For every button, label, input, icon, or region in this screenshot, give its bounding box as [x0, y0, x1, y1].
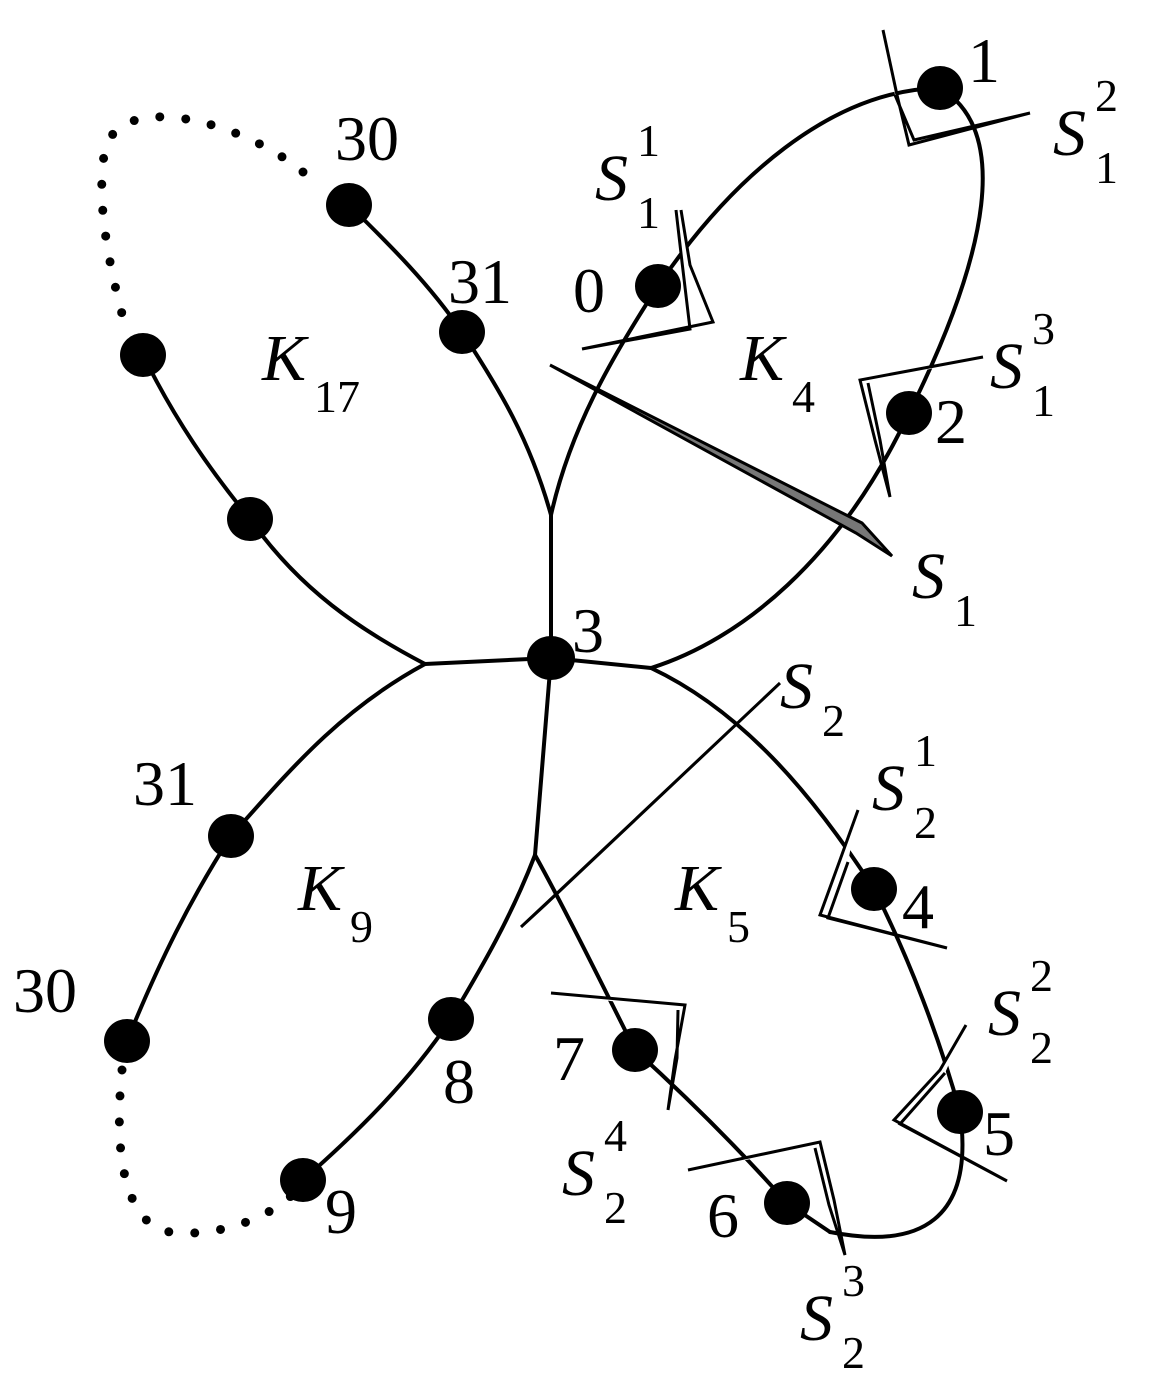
- edge-hub-top-0: [549, 284, 660, 517]
- node-7: [612, 1028, 658, 1072]
- cut-subscript-s2: 2: [822, 695, 845, 746]
- edge-31-30: [347, 203, 464, 334]
- cut-superscript-s2-2: 2: [1030, 950, 1053, 1001]
- cut-subscript-s2-3: 2: [842, 1327, 865, 1378]
- cut-label-s1-3: S: [990, 330, 1023, 403]
- region-subscript-k5: 5: [727, 901, 750, 952]
- cut-label-s2-1: S: [872, 752, 905, 825]
- node-14: [104, 1019, 150, 1063]
- cut-s1-bar: [549, 363, 894, 558]
- node-4: [851, 867, 897, 911]
- node-30: [326, 183, 372, 227]
- dotted-edge-30-17: [97, 112, 308, 330]
- cut-subscript-s1: 1: [954, 585, 977, 636]
- node-label-3: 3: [572, 595, 604, 666]
- edge-hub-top-31: [460, 330, 553, 517]
- cut-label-s1-2: S: [1053, 97, 1086, 170]
- region-label-k4: K: [739, 322, 787, 395]
- edge-hub-left-16: [248, 517, 427, 666]
- region-label-k9: K: [297, 852, 345, 925]
- node-label-6: 6: [707, 1180, 739, 1251]
- cut-s2-2-marker: [891, 1024, 1008, 1183]
- edge-16-17: [141, 353, 252, 521]
- cut-s2-bar: [519, 681, 782, 929]
- node-label-30-drawn-by-script: 30: [335, 103, 399, 174]
- cut-superscript-s2-4: 4: [604, 1110, 627, 1161]
- node-label-14: 30: [13, 955, 77, 1026]
- region-subscript-k9: 9: [350, 901, 373, 952]
- edge-8-9: [301, 1017, 453, 1182]
- node-17: [120, 333, 166, 377]
- cut-superscript-s1-1: 1: [637, 115, 660, 166]
- node-9: [280, 1158, 326, 1202]
- cut-s2-4-marker: [550, 991, 687, 1111]
- cut-subscript-s1-2: 1: [1095, 142, 1118, 193]
- dotted-edge-14-9: [114, 1065, 297, 1238]
- node-31: [439, 310, 485, 354]
- edge-3-hub-bottom: [533, 656, 553, 857]
- cut-label-s1: S: [912, 540, 945, 613]
- node-label-9: 9: [325, 1176, 357, 1247]
- edge-6-7: [633, 1048, 789, 1205]
- node-label-7: 7: [553, 1023, 585, 1094]
- node-label-4: 4: [902, 871, 934, 942]
- cut-subscript-s2-2: 2: [1030, 1022, 1053, 1073]
- cut-subscript-s1-1: 1: [637, 187, 660, 238]
- node-15: [208, 814, 254, 858]
- edge-1-2: [907, 86, 985, 415]
- cut-superscript-s1-2: 2: [1095, 70, 1118, 121]
- nodes: [104, 66, 983, 1225]
- edge-0-1: [656, 86, 942, 288]
- node-label-31-drawn-by-script: 31: [448, 246, 512, 317]
- region-label-k17: K: [261, 322, 309, 395]
- edge-5-curve: [828, 1110, 965, 1239]
- cut-superscript-s2-3: 3: [842, 1255, 865, 1306]
- node-label-2: 2: [935, 386, 967, 457]
- edge-2-hub-right: [649, 411, 911, 670]
- node-3: [527, 636, 575, 680]
- node-6: [764, 1181, 810, 1225]
- cut-label-s2-3: S: [800, 1282, 833, 1355]
- cut-s2-1-marker: [818, 809, 948, 950]
- node-label-1: 1: [968, 25, 1000, 96]
- cut-superscript-s1-3: 3: [1032, 303, 1055, 354]
- cut-s1-2-marker: [881, 29, 1031, 147]
- node-label-15: 31: [133, 748, 197, 819]
- node-label-5: 5: [983, 1098, 1015, 1169]
- node-1: [917, 66, 963, 110]
- edge-hub-bottom-8: [449, 853, 537, 1021]
- region-subscript-k17: 17: [314, 371, 360, 422]
- cut-s2-3-marker: [687, 1140, 847, 1256]
- cut-label-s1-1: S: [595, 142, 628, 215]
- cut-s1-3-marker: [858, 355, 984, 498]
- node-2: [886, 391, 932, 435]
- edge-15-14: [125, 834, 233, 1043]
- node-16: [227, 497, 273, 541]
- node-5: [937, 1090, 983, 1134]
- cut-label-s2: S: [780, 650, 813, 723]
- cut-label-s2-2: S: [988, 977, 1021, 1050]
- cut-markers: [519, 29, 1031, 1256]
- region-subscript-k4: 4: [792, 371, 815, 422]
- cut-s1-1-marker: [581, 209, 716, 351]
- node-8: [428, 997, 474, 1041]
- edge-hub-left-15: [229, 662, 427, 838]
- cut-subscript-s1-3: 1: [1032, 375, 1055, 426]
- node-label-0: 0: [573, 255, 605, 326]
- edge-4-5: [872, 887, 962, 1114]
- region-label-k5: K: [674, 852, 722, 925]
- cut-subscript-s2-1: 2: [914, 797, 937, 848]
- cut-subscript-s2-4: 2: [604, 1182, 627, 1233]
- node-labels: 0 1 2 3 4 5 6 7 8 9 30 31 30 30: [13, 25, 1015, 1251]
- node-label-8: 8: [443, 1046, 475, 1117]
- cut-superscript-s2-1: 1: [914, 725, 937, 776]
- node-0: [635, 264, 681, 308]
- edge-7-hub-bottom: [533, 853, 637, 1052]
- cut-label-s2-4: S: [562, 1137, 595, 1210]
